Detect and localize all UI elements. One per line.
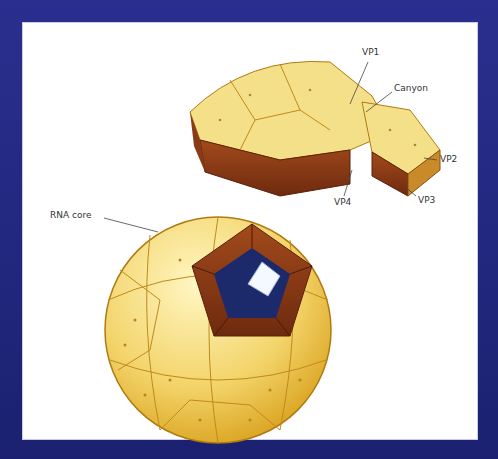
part-label: VP4 <box>334 198 351 208</box>
leader-line <box>104 218 158 232</box>
leader-line <box>424 158 437 160</box>
leader-line <box>344 170 352 196</box>
part-label: VP2 <box>440 155 457 165</box>
part-label: RNA core <box>50 211 92 221</box>
part-label: VP3 <box>418 196 435 206</box>
part-label: Canyon <box>394 84 428 94</box>
leader-line <box>366 92 392 112</box>
leader-line <box>404 186 416 196</box>
leader-line <box>350 62 368 104</box>
part-label: VP1 <box>362 48 379 58</box>
